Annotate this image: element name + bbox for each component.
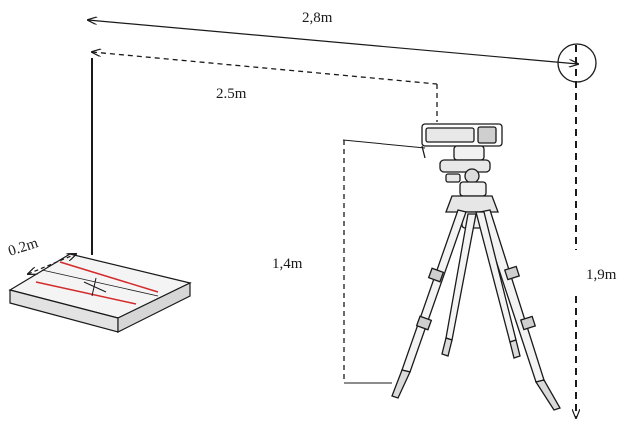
camera-height-label: 1,4m: [272, 256, 303, 272]
mid-distance-label: 2.5m: [216, 86, 247, 102]
camera-height-top: [342, 139, 426, 149]
mid-distance-arrow: [92, 52, 438, 85]
tripod-camera-icon: [391, 123, 561, 411]
top-distance-label: 2,8m: [302, 10, 333, 26]
force-plate-icon: [8, 253, 192, 333]
plate-width-arrow: [28, 254, 76, 274]
pole-height-label: 1,9m: [586, 267, 617, 283]
plate-width-label: 0.2m: [6, 235, 40, 260]
top-distance-arrow: [88, 20, 578, 64]
